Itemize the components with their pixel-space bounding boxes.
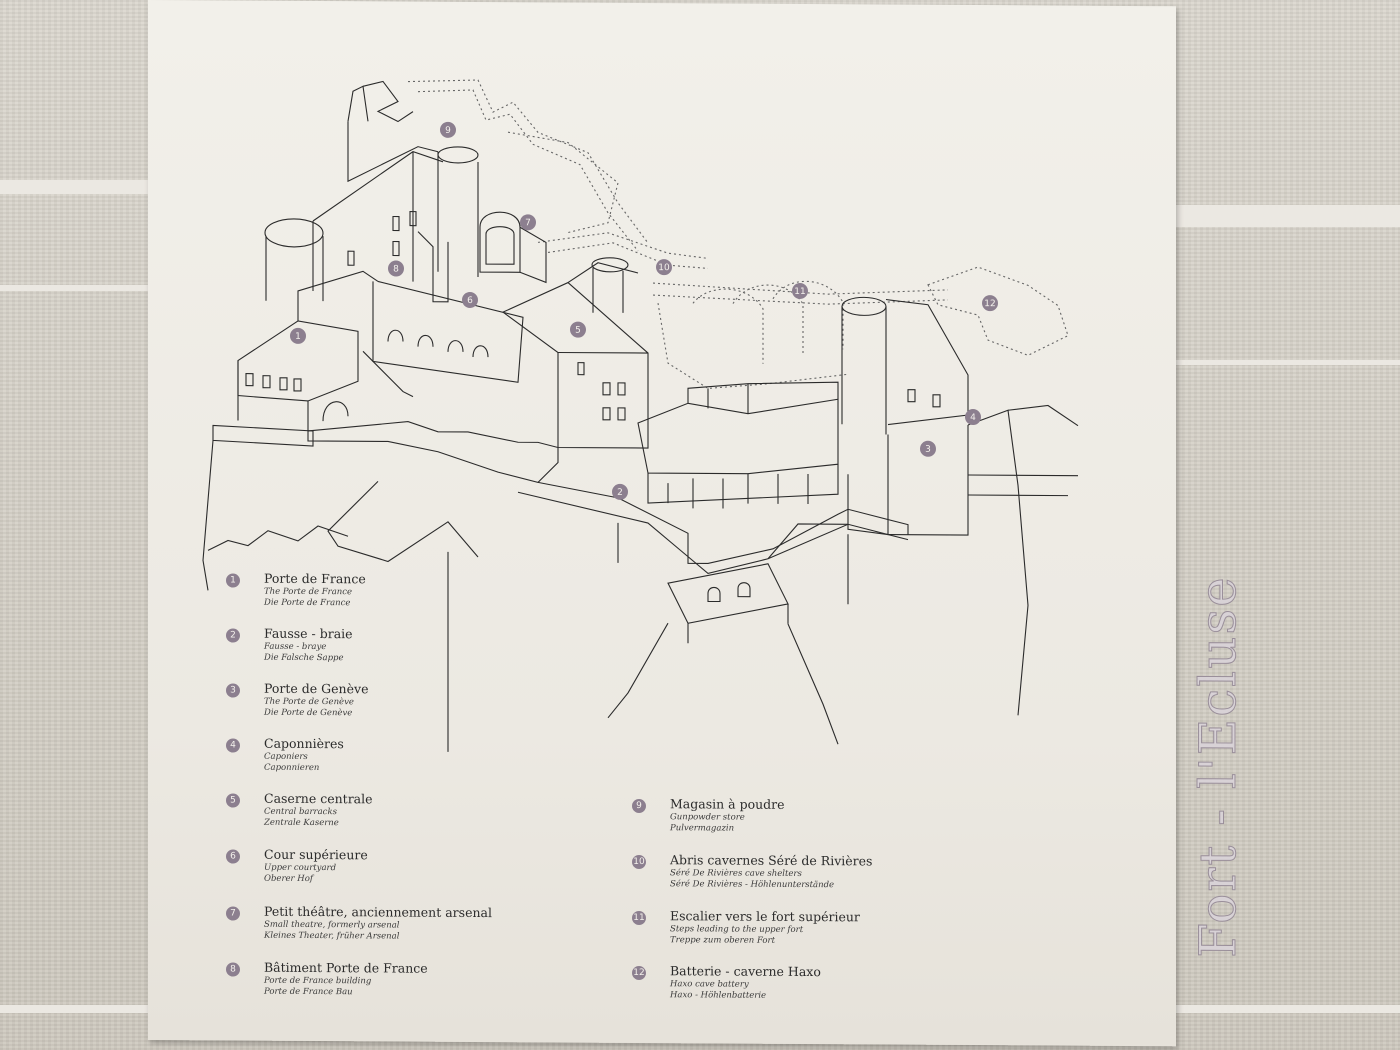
- legend-label-en: Porte de France building: [264, 975, 372, 987]
- legend-label-fr: Caponnières: [264, 735, 344, 752]
- legend-label-de: Die Porte de France: [264, 597, 351, 609]
- legend-item: 11 Escalier vers le fort supérieur Steps…: [632, 908, 1012, 946]
- legend-label-fr: Cour supérieure: [264, 846, 368, 863]
- sign-title: Fort - l'Ecluse: [1188, 506, 1248, 1026]
- legend-label-en: The Porte de France: [264, 586, 353, 598]
- upper-courtyard-building: [362, 280, 524, 398]
- wall-mortar-joint: [0, 285, 148, 291]
- legend-number: 10: [632, 854, 646, 870]
- legend-number: 11: [632, 910, 646, 926]
- map-marker-4: 4: [965, 409, 981, 426]
- underground-passages: [407, 79, 1069, 389]
- map-marker-7: 7: [520, 214, 536, 231]
- map-marker-8: 8: [388, 260, 404, 277]
- legend-label-en: The Porte de Genève: [264, 696, 354, 708]
- legend-label-fr: Batterie - caverne Haxo: [670, 963, 821, 980]
- central-barracks-building: [501, 257, 649, 449]
- svg-text:6: 6: [467, 296, 473, 306]
- legend-label-en: Steps leading to the upper fort: [670, 924, 804, 936]
- svg-text:5: 5: [575, 326, 581, 336]
- legend-label-fr: Petit théâtre, anciennement arsenal: [264, 903, 492, 921]
- svg-text:11: 11: [794, 287, 805, 297]
- legend-label-de: Séré De Rivières - Höhlenunterstände: [670, 879, 835, 891]
- legend-label-de: Caponnieren: [264, 762, 320, 774]
- arsenal-building: [479, 211, 547, 284]
- legend-label-de: Kleines Theater, früher Arsenal: [264, 930, 400, 942]
- wall-mortar-joint: [1176, 360, 1400, 365]
- legend-item: 8 Bâtiment Porte de France Porte de Fran…: [226, 960, 606, 997]
- map-markers: 1 2 3 4 5 6 7 8 9 10 11 12: [290, 121, 998, 500]
- north-tower-building: [312, 80, 479, 303]
- porte-de-france-building: [237, 270, 379, 431]
- legend-item: 6 Cour supérieure Upper courtyard Oberer…: [226, 847, 606, 884]
- legend-number: 5: [226, 793, 240, 808]
- legend-label-de: Oberer Hof: [264, 873, 313, 885]
- map-marker-10: 10: [656, 259, 672, 276]
- map-marker-11: 11: [792, 282, 808, 299]
- legend-number: 12: [632, 965, 646, 981]
- legend-label-de: Treppe zum oberen Fort: [670, 935, 775, 946]
- west-round-tower: [264, 218, 324, 302]
- legend-label-fr: Porte de Genève: [264, 680, 369, 697]
- svg-text:9: 9: [445, 126, 451, 136]
- legend-label-de: Die Falsche Sappe: [264, 652, 344, 664]
- legend-label-fr: Caserne centrale: [264, 790, 373, 807]
- legend-number: 6: [226, 849, 240, 864]
- legend-number: 2: [226, 628, 240, 643]
- svg-text:4: 4: [970, 413, 976, 423]
- svg-text:7: 7: [525, 218, 531, 228]
- legend-label-fr: Fausse - braie: [264, 625, 353, 642]
- legend-number: 8: [226, 962, 240, 977]
- svg-text:10: 10: [658, 263, 670, 273]
- legend-label-de: Zentrale Kaserne: [264, 817, 339, 829]
- svg-text:3: 3: [925, 445, 931, 455]
- legend-label-en: Séré De Rivières cave shelters: [670, 868, 802, 879]
- map-marker-12: 12: [982, 295, 998, 312]
- legend-label-en: Gunpowder store: [670, 812, 745, 823]
- map-marker-6: 6: [462, 291, 478, 308]
- legend-label-de: Haxo - Höhlenbatterie: [670, 990, 767, 1001]
- legend-label-fr: Bâtiment Porte de France: [264, 959, 428, 976]
- legend-number: 7: [226, 906, 240, 921]
- legend-label-de: Pulvermagazin: [670, 823, 735, 834]
- map-marker-1: 1: [290, 327, 306, 344]
- svg-text:2: 2: [617, 488, 623, 498]
- svg-text:8: 8: [393, 264, 399, 274]
- information-sign-panel: 1 2 3 4 5 6 7 8 9 10 11 12 1 Porte de Fr…: [148, 0, 1248, 1047]
- legend-label-en: Small theatre, formerly arsenal: [264, 919, 400, 931]
- legend-label-fr: Escalier vers le fort supérieur: [670, 908, 860, 925]
- legend-label-en: Haxo cave battery: [670, 979, 749, 990]
- map-marker-2: 2: [612, 483, 628, 500]
- fort-isometric-map: 1 2 3 4 5 6 7 8 9 10 11 12: [202, 79, 1079, 752]
- rock-cliffs: [202, 404, 1079, 752]
- legend-label-de: Porte de France Bau: [264, 986, 353, 998]
- legend-label-fr: Abris cavernes Séré de Rivières: [670, 852, 873, 869]
- sign-title-text: Fort - l'Ecluse: [1189, 575, 1248, 959]
- legend-number: 3: [226, 683, 240, 698]
- map-marker-9: 9: [440, 121, 456, 138]
- legend-item: 7 Petit théâtre, anciennement arsenal Sm…: [226, 904, 606, 942]
- legend-number: 9: [632, 798, 646, 814]
- map-marker-3: 3: [920, 440, 936, 457]
- legend-label-de: Die Porte de Genève: [264, 707, 353, 719]
- fausse-braie-wall: [637, 381, 839, 509]
- wall-mortar-joint: [0, 180, 148, 194]
- legend-number: 1: [226, 573, 240, 588]
- legend-label-en: Caponiers: [264, 751, 308, 762]
- legend-item: 12 Batterie - caverne Haxo Haxo cave bat…: [632, 963, 1012, 1001]
- legend-label-en: Central barracks: [264, 806, 337, 818]
- porte-de-geneve-tower: [841, 296, 969, 536]
- svg-text:12: 12: [984, 299, 995, 309]
- legend-label-fr: Magasin à poudre: [670, 796, 785, 812]
- legend-label-en: Fausse - braye: [264, 641, 327, 653]
- legend-label-fr: Porte de France: [264, 570, 366, 587]
- wall-mortar-joint: [1176, 205, 1400, 227]
- rampart-walls: [212, 421, 909, 644]
- legend-item: 10 Abris cavernes Séré de Rivières Séré …: [632, 852, 1012, 890]
- map-marker-5: 5: [570, 321, 586, 338]
- legend-number: 4: [226, 738, 240, 753]
- legend-label-en: Upper courtyard: [264, 862, 337, 874]
- svg-text:1: 1: [295, 332, 301, 342]
